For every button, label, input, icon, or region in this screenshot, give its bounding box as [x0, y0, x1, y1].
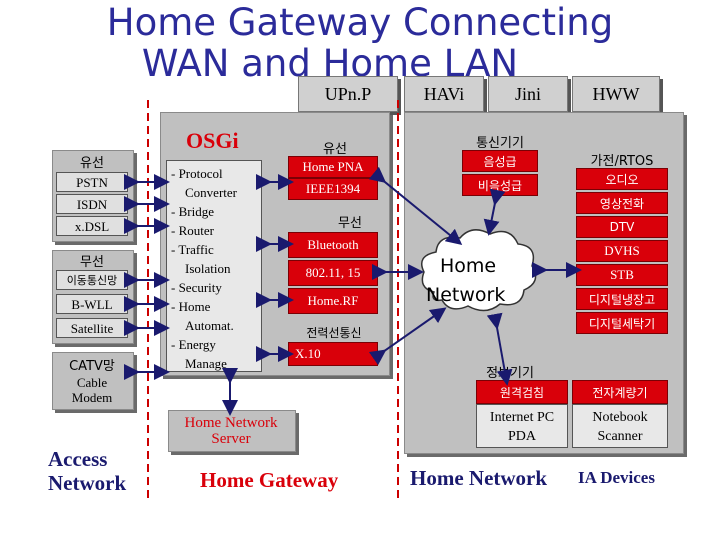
tech-wireless-item: Home.RF [288, 288, 378, 314]
appliance-item: DTV [576, 216, 668, 238]
access-wireless-label: 무선 [80, 255, 104, 270]
osgi-line: Automat. [185, 318, 234, 333]
tech-wireless-item: Bluetooth [288, 232, 378, 258]
info-col1-items: Internet PC PDA [476, 404, 568, 448]
appliance-item: 영상전화 [576, 192, 668, 214]
info-item: Scanner [597, 429, 643, 444]
osgi-line: - Protocol [171, 166, 223, 181]
comm-item: 음성급 [462, 150, 538, 172]
info-col1-header: 원격검침 [476, 380, 568, 404]
osgi-line: Converter [185, 185, 237, 200]
info-item: Notebook [592, 410, 648, 425]
access-catv-sub: Modem [71, 390, 113, 405]
tab-havi: HAVi [404, 76, 484, 112]
osgi-line: Isolation [185, 261, 231, 276]
access-wireless-item: B-WLL [56, 294, 128, 314]
osgi-line: - Home [171, 299, 211, 314]
access-wireless-item: 이동통신망 [56, 270, 128, 290]
osgi-line: - Traffic [171, 242, 214, 257]
home-network-footer: Home Network [410, 466, 548, 490]
server-line: Server [211, 431, 251, 447]
appliance-item: DVHS [576, 240, 668, 262]
title-line-1: Home Gateway Connecting [106, 1, 614, 44]
home-network-text: Home [440, 255, 497, 277]
tech-wired-item: IEEE1394 [288, 178, 378, 200]
ia-devices-footer: IA Devices [578, 468, 655, 487]
tech-power-label: 전력선통신 [306, 326, 362, 340]
info-col2-items: Notebook Scanner [572, 404, 668, 448]
access-catv-sub: Cable [76, 375, 108, 390]
tech-wireless-label: 무선 [338, 216, 362, 231]
info-col2-header: 전자계량기 [572, 380, 668, 404]
access-wired-item: x.DSL [56, 216, 128, 236]
tech-wireless-item: 802.11, 15 [288, 260, 378, 286]
info-item: PDA [507, 429, 536, 444]
osgi-line: - Energy [171, 337, 216, 352]
access-catv-panel [52, 352, 134, 410]
title-line-2: WAN and Home LAN [141, 42, 519, 85]
appliance-item: 오디오 [576, 168, 668, 190]
comm-label: 통신기기 [476, 136, 524, 151]
access-wired-item: ISDN [56, 194, 128, 214]
access-network-footer: Access [48, 447, 108, 471]
access-wireless-item: Satellite [56, 318, 128, 338]
osgi-line: - Bridge [171, 204, 214, 219]
access-catv-label: CATV망 [69, 359, 115, 374]
home-gateway-footer: Home Gateway [200, 468, 339, 492]
tech-wired-item: Home PNA [288, 156, 378, 178]
appliance-item: 디지털냉장고 [576, 288, 668, 310]
tab-jini: Jini [488, 76, 568, 112]
osgi-line: - Security [171, 280, 222, 295]
appliance-item: STB [576, 264, 668, 286]
home-network-text: Network [426, 284, 506, 306]
osgi-line: Manage [185, 356, 227, 371]
appliances-label: 가전/RTOS [590, 154, 654, 169]
server-line: Home Network [184, 415, 278, 431]
access-wired-item: PSTN [56, 172, 128, 192]
tab-upnp: UPn.P [298, 76, 398, 112]
tab-hww: HWW [572, 76, 660, 112]
info-item: Internet PC [489, 410, 555, 425]
osgi-line: - Router [171, 223, 214, 238]
appliance-item: 디지털세탁기 [576, 312, 668, 334]
access-wired-label: 유선 [80, 156, 104, 171]
tech-power-item: X.10 [288, 342, 378, 366]
home-network-cloud [421, 229, 537, 312]
osgi-list: - Protocol Converter - Bridge - Router -… [166, 160, 262, 372]
info-label: 정보기기 [486, 366, 534, 381]
tech-wired-label: 유선 [323, 142, 347, 157]
comm-item: 비음성급 [462, 174, 538, 196]
access-network-footer: Network [48, 471, 127, 495]
osgi-title: OSGi [186, 128, 239, 153]
